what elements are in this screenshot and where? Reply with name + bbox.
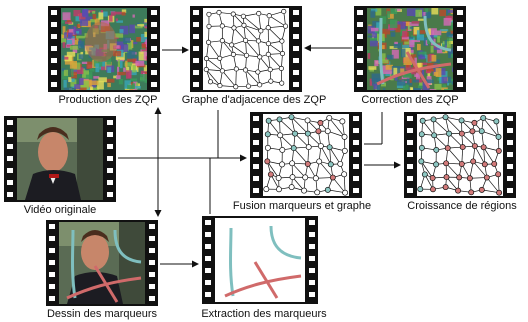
frame-croissance	[404, 112, 516, 198]
frame-dessin-marqueurs	[46, 220, 158, 306]
extracted-markers	[224, 225, 302, 299]
label-graphe: Graphe d'adjacence des ZQP	[181, 94, 327, 106]
region-growth-graph	[417, 114, 503, 196]
fusion-graph	[263, 114, 349, 196]
frame-graphe-adjacence	[190, 6, 302, 92]
label-production: Production des ZQP	[58, 94, 158, 106]
adjacency-graph	[203, 8, 289, 90]
label-croissance: Croissance de régions	[407, 200, 517, 212]
label-dessin: Dessin des marqueurs	[46, 308, 158, 320]
frame-correction-zqp	[354, 6, 466, 92]
label-video: Vidéo originale	[23, 204, 97, 216]
frame-production-zqp	[48, 6, 160, 92]
frame-video-originale	[4, 116, 116, 202]
label-fusion: Fusion marqueurs et graphe	[232, 200, 372, 212]
frame-extraction-marqueurs	[202, 216, 318, 304]
drawn-markers-image	[59, 222, 145, 304]
frame-fusion	[250, 112, 362, 198]
corrected-zqp-image	[367, 8, 453, 90]
label-extraction: Extraction des marqueurs	[201, 308, 327, 320]
zqp-image	[61, 8, 147, 90]
video-image	[17, 118, 103, 200]
label-correction: Correction des ZQP	[361, 94, 459, 106]
